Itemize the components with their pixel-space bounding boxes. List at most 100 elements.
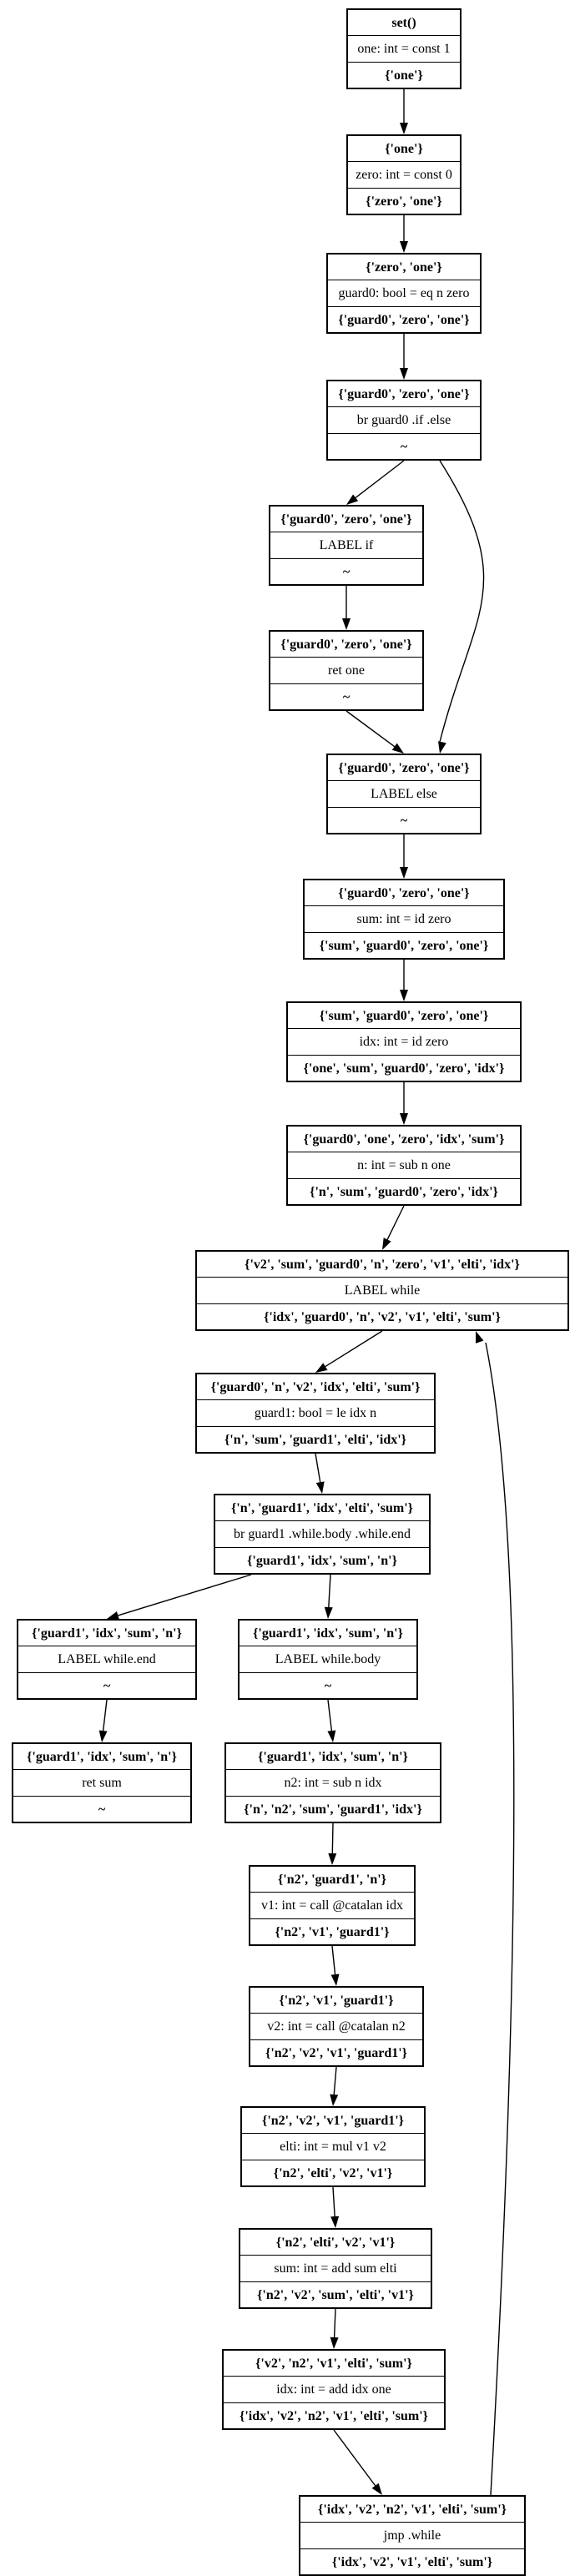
- node-in-set: {'sum', 'guard0', 'zero', 'one'}: [288, 1003, 520, 1030]
- node-out-set: {'n', 'sum', 'guard0', 'zero', 'idx'}: [310, 1184, 498, 1199]
- edge-n4-n5-arrowhead: [342, 618, 351, 630]
- node-instruction: zero: int = const 0: [348, 162, 460, 189]
- node-instruction: sum: int = id zero: [305, 906, 503, 933]
- edge-n18-n19: [333, 2066, 337, 2095]
- edge-n3-n4: [355, 460, 405, 499]
- node-instruction: br guard0 .if .else: [328, 407, 480, 434]
- node-instruction: ret sum: [13, 1770, 190, 1797]
- edge-n5-n6: [345, 710, 396, 748]
- graph-node-n22: {'idx', 'v2', 'n2', 'v1', 'elti', 'sum'}…: [299, 2495, 526, 2576]
- node-out-set: {'one'}: [385, 68, 423, 83]
- node-in-set: {'one'}: [348, 136, 460, 163]
- node-out-set: {'one', 'sum', 'guard0', 'zero', 'idx'}: [303, 1061, 505, 1076]
- graph-node-n18: {'n2', 'v1', 'guard1'}v2: int = call @ca…: [249, 1986, 424, 2067]
- node-instruction: jmp .while: [300, 2523, 524, 2549]
- node-in-set: {'guard1', 'idx', 'sum', 'n'}: [13, 1744, 190, 1771]
- node-out-set: {'n2', 'v2', 'sum', 'elti', 'v1'}: [257, 2287, 414, 2302]
- node-instruction: one: int = const 1: [348, 36, 460, 63]
- node-out-set: {'sum', 'guard0', 'zero', 'one'}: [319, 938, 489, 953]
- edge-n13-n15-arrowhead: [98, 1730, 108, 1742]
- edge-n1-n2-arrowhead: [400, 241, 408, 253]
- edge-n11-n12-arrowhead: [315, 1481, 325, 1494]
- node-in-set: {'guard0', 'zero', 'one'}: [270, 507, 422, 533]
- node-out-set: {'n', 'n2', 'sum', 'guard1', 'idx'}: [244, 1802, 422, 1817]
- edge-n10-n11: [325, 1330, 383, 1368]
- node-in-set: {'guard0', 'one', 'zero', 'idx', 'sum'}: [288, 1127, 520, 1153]
- edge-n14-n16-arrowhead: [327, 1730, 336, 1742]
- graph-node-n15: {'guard1', 'idx', 'sum', 'n'}ret sum~: [12, 1742, 192, 1823]
- node-instruction: br guard1 .while.body .while.end: [215, 1521, 429, 1548]
- graph-node-n4: {'guard0', 'zero', 'one'}LABEL if ~: [269, 505, 424, 586]
- edge-n19-n20: [332, 2186, 335, 2217]
- node-in-set: {'guard0', 'n', 'v2', 'idx', 'elti', 'su…: [197, 1374, 434, 1401]
- node-instruction: idx: int = id zero: [288, 1029, 520, 1056]
- node-out-set: {'zero', 'one'}: [366, 194, 442, 209]
- node-out-set: {'idx', 'v2', 'v1', 'elti', 'sum'}: [331, 2554, 493, 2569]
- node-in-set: {'n2', 'elti', 'v2', 'v1'}: [240, 2230, 431, 2256]
- graph-node-n8: {'sum', 'guard0', 'zero', 'one'}idx: int…: [286, 1001, 522, 1082]
- node-in-set: {'guard1', 'idx', 'sum', 'n'}: [240, 1621, 416, 1647]
- node-instruction: n: int = sub n one: [288, 1152, 520, 1179]
- node-in-set: {'n2', 'v1', 'guard1'}: [250, 1988, 422, 2014]
- graph-node-n9: {'guard0', 'one', 'zero', 'idx', 'sum'}n…: [286, 1125, 522, 1206]
- graph-node-n5: {'guard0', 'zero', 'one'}ret one ~: [269, 630, 424, 711]
- node-in-set: {'zero', 'one'}: [328, 255, 480, 281]
- edge-n7-n8-arrowhead: [400, 990, 408, 1001]
- edge-n9-n10: [386, 1205, 405, 1240]
- edge-n3-n4-arrowhead: [346, 494, 359, 505]
- node-out-set: {'guard0', 'zero', 'one'}: [338, 312, 470, 327]
- edge-n9-n10-arrowhead: [382, 1238, 391, 1250]
- node-out-set: ~: [400, 813, 408, 828]
- node-out-set: {'n', 'sum', 'guard1', 'elti', 'idx'}: [224, 1432, 406, 1447]
- graph-node-n12: {'n', 'guard1', 'idx', 'elti', 'sum'}br …: [214, 1494, 431, 1575]
- node-in-set: {'guard0', 'zero', 'one'}: [305, 880, 503, 907]
- node-out-set: ~: [342, 564, 351, 579]
- node-instruction: guard1: bool = le idx n: [197, 1400, 434, 1427]
- edge-n6-n7-arrowhead: [400, 867, 408, 879]
- node-instruction: sum: int = add sum elti: [240, 2256, 431, 2282]
- node-out-set: {'guard1', 'idx', 'sum', 'n'}: [247, 1553, 397, 1568]
- node-instruction: ret one: [270, 658, 422, 684]
- node-instruction: LABEL if: [270, 532, 422, 559]
- graph-node-n14: {'guard1', 'idx', 'sum', 'n'}LABEL while…: [238, 1619, 418, 1700]
- edge-n12-n13: [118, 1574, 252, 1616]
- edge-n17-n18-arrowhead: [330, 1974, 340, 1986]
- node-in-set: {'n2', 'guard1', 'n'}: [250, 1867, 414, 1893]
- graph-node-n3: {'guard0', 'zero', 'one'}br guard0 .if .…: [326, 380, 482, 461]
- node-in-set: {'v2', 'n2', 'v1', 'elti', 'sum'}: [224, 2351, 444, 2377]
- edge-n0-n1-arrowhead: [400, 123, 408, 134]
- edge-n21-n22: [333, 2429, 376, 2487]
- node-instruction: guard0: bool = eq n zero: [328, 280, 480, 307]
- node-in-set: {'guard0', 'zero', 'one'}: [328, 381, 480, 408]
- node-instruction: LABEL while.body: [240, 1646, 416, 1673]
- node-in-set: set(): [348, 10, 460, 37]
- node-out-set: ~: [342, 689, 351, 704]
- edge-n11-n12: [315, 1453, 321, 1483]
- node-in-set: {'idx', 'v2', 'n2', 'v1', 'elti', 'sum'}: [300, 2497, 524, 2523]
- graph-node-n10: {'v2', 'sum', 'guard0', 'n', 'zero', 'v1…: [195, 1250, 569, 1331]
- edge-n19-n20-arrowhead: [330, 2216, 340, 2228]
- node-in-set: {'guard1', 'idx', 'sum', 'n'}: [226, 1744, 440, 1771]
- node-in-set: {'guard0', 'zero', 'one'}: [328, 755, 480, 782]
- graph-node-n13: {'guard1', 'idx', 'sum', 'n'}LABEL while…: [17, 1619, 197, 1700]
- edge-n18-n19-arrowhead: [330, 2094, 339, 2106]
- node-in-set: {'v2', 'sum', 'guard0', 'n', 'zero', 'v1…: [197, 1252, 567, 1278]
- edge-n22-n10: [485, 1342, 515, 2496]
- edge-n17-n18: [331, 1945, 336, 1975]
- node-out-set: {'idx', 'guard0', 'n', 'v2', 'v1', 'elti…: [264, 1309, 501, 1324]
- node-in-set: {'guard0', 'zero', 'one'}: [270, 632, 422, 658]
- edge-n16-n17: [331, 1822, 334, 1854]
- edge-n12-n14: [328, 1574, 331, 1608]
- node-instruction: LABEL else: [328, 781, 480, 808]
- edge-n3-n6-arrowhead: [438, 741, 446, 754]
- edge-n22-n10-arrowhead: [476, 1331, 484, 1343]
- graph-node-n16: {'guard1', 'idx', 'sum', 'n'}n2: int = s…: [224, 1742, 441, 1823]
- graph-node-n7: {'guard0', 'zero', 'one'}sum: int = id z…: [303, 879, 505, 960]
- node-out-set: {'n2', 'v2', 'v1', 'guard1'}: [265, 2045, 407, 2060]
- graph-node-n20: {'n2', 'elti', 'v2', 'v1'}sum: int = add…: [239, 2228, 432, 2309]
- node-out-set: ~: [400, 439, 408, 454]
- node-instruction: LABEL while.end: [18, 1646, 195, 1673]
- node-instruction: elti: int = mul v1 v2: [242, 2134, 424, 2160]
- node-out-set: ~: [324, 1678, 332, 1693]
